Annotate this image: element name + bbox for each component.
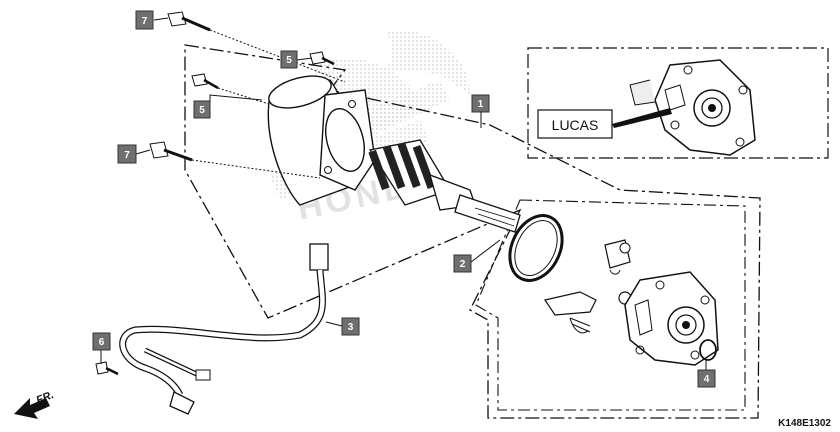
callout-7-upper: 7 <box>135 10 154 30</box>
armature <box>368 139 521 233</box>
o-ring <box>508 214 564 282</box>
svg-text:4: 4 <box>704 374 710 385</box>
callout-4: 4 <box>697 369 716 388</box>
starter-motor-case <box>267 75 376 206</box>
callout-3: 3 <box>341 317 360 336</box>
starter-cable <box>119 243 329 415</box>
callout-5-upper: 5 <box>280 50 298 69</box>
svg-text:1: 1 <box>478 99 484 110</box>
end-cover <box>624 271 719 366</box>
bolt-7-lower <box>149 141 321 179</box>
svg-text:3: 3 <box>348 322 354 333</box>
front-arrow-icon: FR. <box>14 389 56 419</box>
svg-text:6: 6 <box>99 337 105 348</box>
assembly-outline-1 <box>184 44 761 419</box>
bolt-5-upper <box>309 51 335 66</box>
bolt-6 <box>95 361 119 376</box>
front-direction-label: FR. <box>35 389 56 407</box>
callout-1: 1 <box>471 94 490 113</box>
bolt-7-upper <box>167 11 346 83</box>
svg-text:7: 7 <box>142 16 148 27</box>
svg-text:7: 7 <box>124 150 130 161</box>
callout-6: 6 <box>92 332 111 351</box>
brush-holder <box>544 239 632 334</box>
callout-7-lower: 7 <box>117 144 137 164</box>
svg-text:5: 5 <box>286 55 292 66</box>
lucas-label: LUCAS <box>552 117 599 133</box>
svg-text:2: 2 <box>460 259 466 270</box>
bolt-5-lower <box>191 73 273 106</box>
svg-text:5: 5 <box>199 105 205 116</box>
callout-5-lower: 5 <box>193 100 211 119</box>
assembly-outline-2 <box>475 199 746 411</box>
lucas-inset: LUCAS <box>527 47 829 159</box>
callout-2: 2 <box>453 254 472 273</box>
drawing-code: K148E1302 <box>778 418 831 429</box>
